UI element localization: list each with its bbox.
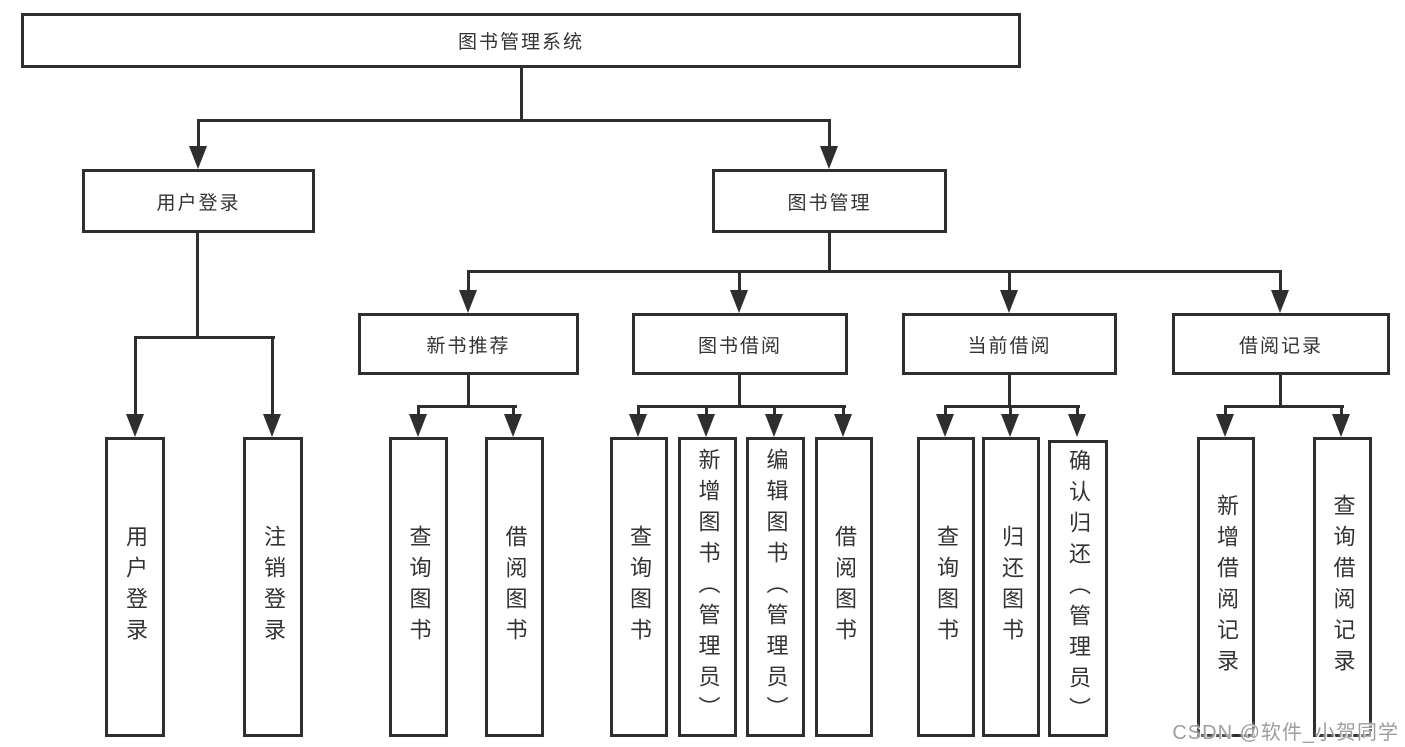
- connector-line: [271, 336, 274, 418]
- node-label: 图书管理: [787, 192, 872, 214]
- connector-line: [467, 270, 470, 294]
- connector-arrowhead-icon: [1271, 290, 1289, 313]
- connector-arrowhead-icon: [1000, 290, 1018, 313]
- connector-line: [944, 405, 947, 419]
- connector-line: [134, 336, 275, 339]
- connector-line: [1008, 270, 1011, 294]
- connector-line: [1076, 405, 1079, 419]
- leaf-add-books-admin: 新增图书（管理员）: [678, 437, 737, 737]
- node-label: 用户登录: [156, 192, 241, 214]
- connector-line: [637, 405, 640, 419]
- node-label: 借阅记录: [1238, 335, 1323, 357]
- node-label: 新书推荐: [426, 335, 511, 357]
- leaf-confirm-return-admin: 确认归还（管理员）: [1048, 440, 1108, 737]
- connector-arrowhead-icon: [820, 146, 838, 169]
- connector-line: [828, 119, 831, 150]
- connector-arrowhead-icon: [1068, 414, 1086, 437]
- leaf-label: 用户登录: [123, 525, 148, 649]
- connector-arrowhead-icon: [126, 414, 144, 437]
- connector-arrowhead-icon: [697, 414, 715, 437]
- connector-line: [1340, 405, 1343, 419]
- leaf-query-books-borrowing: 查询图书: [610, 437, 668, 737]
- connector-line: [1224, 405, 1227, 419]
- node-label: 图书借阅: [697, 335, 782, 357]
- leaf-borrow-books-borrowing: 借阅图书: [815, 437, 873, 737]
- connector-line: [828, 233, 831, 273]
- node-book-borrowing: 图书借阅: [632, 313, 848, 375]
- connector-line: [197, 119, 831, 122]
- connector-arrowhead-icon: [1001, 414, 1019, 437]
- leaf-label: 查询借阅记录: [1330, 494, 1356, 680]
- node-new-book-recommendation: 新书推荐: [358, 313, 579, 375]
- connector-line: [842, 405, 845, 419]
- leaf-edit-books-admin: 编辑图书（管理员）: [746, 437, 805, 737]
- leaf-label: 注销登录: [261, 525, 286, 649]
- connector-line: [1008, 375, 1011, 408]
- connector-line: [738, 375, 741, 408]
- connector-line: [134, 336, 137, 418]
- connector-line: [1279, 270, 1282, 294]
- leaf-label: 查询图书: [934, 525, 959, 649]
- connector-arrowhead-icon: [263, 414, 281, 437]
- connector-line: [945, 405, 1080, 408]
- leaf-label: 编辑图书（管理员）: [763, 447, 789, 727]
- connector-line: [1225, 405, 1344, 408]
- connector-line: [512, 405, 515, 419]
- connector-arrowhead-icon: [765, 414, 783, 437]
- leaf-borrow-books-recommend: 借阅图书: [485, 437, 544, 737]
- connector-line: [467, 375, 470, 408]
- connector-line: [197, 119, 200, 150]
- connector-line: [196, 233, 199, 339]
- connector-line: [467, 270, 1282, 273]
- leaf-label: 借阅图书: [502, 525, 528, 649]
- connector-line: [417, 405, 420, 419]
- leaf-label: 查询图书: [627, 525, 652, 649]
- leaf-logout: 注销登录: [243, 437, 303, 737]
- connector-line: [520, 67, 523, 121]
- leaf-query-books-recommend: 查询图书: [389, 437, 448, 737]
- connector-arrowhead-icon: [189, 146, 207, 169]
- node-user-login: 用户登录: [82, 169, 315, 233]
- leaf-label: 借阅图书: [832, 525, 857, 649]
- connector-line: [1009, 405, 1012, 419]
- connector-arrowhead-icon: [936, 414, 954, 437]
- leaf-query-books-current: 查询图书: [917, 437, 975, 737]
- leaf-label: 新增借阅记录: [1214, 494, 1239, 680]
- node-label: 图书管理系统: [457, 32, 584, 53]
- connector-arrowhead-icon: [629, 414, 647, 437]
- connector-line: [638, 405, 846, 408]
- connector-arrowhead-icon: [834, 414, 852, 437]
- connector-arrowhead-icon: [1216, 414, 1234, 437]
- connector-line: [738, 270, 741, 294]
- node-borrowing-records: 借阅记录: [1172, 313, 1390, 375]
- connector-arrowhead-icon: [730, 290, 748, 313]
- node-label: 当前借阅: [967, 335, 1052, 357]
- connector-line: [705, 405, 708, 419]
- connector-arrowhead-icon: [504, 414, 522, 437]
- node-current-borrowing: 当前借阅: [902, 313, 1117, 375]
- connector-line: [1279, 375, 1282, 408]
- leaf-label: 查询图书: [406, 525, 432, 649]
- leaf-return-books: 归还图书: [982, 437, 1040, 737]
- leaf-user-login: 用户登录: [105, 437, 165, 737]
- node-book-management-system: 图书管理系统: [21, 13, 1021, 68]
- leaf-add-borrowing-record: 新增借阅记录: [1197, 437, 1255, 737]
- leaf-label: 归还图书: [999, 525, 1024, 649]
- leaf-query-borrowing-record: 查询借阅记录: [1313, 437, 1372, 737]
- node-book-management: 图书管理: [712, 169, 947, 233]
- connector-arrowhead-icon: [409, 414, 427, 437]
- connector-arrowhead-icon: [459, 290, 477, 313]
- connector-line: [418, 405, 517, 408]
- leaf-label: 确认归还（管理员）: [1066, 449, 1091, 728]
- connector-line: [773, 405, 776, 419]
- connector-arrowhead-icon: [1332, 414, 1350, 437]
- leaf-label: 新增图书（管理员）: [695, 447, 721, 727]
- watermark: CSDN @软件_小贺同学: [1172, 722, 1399, 744]
